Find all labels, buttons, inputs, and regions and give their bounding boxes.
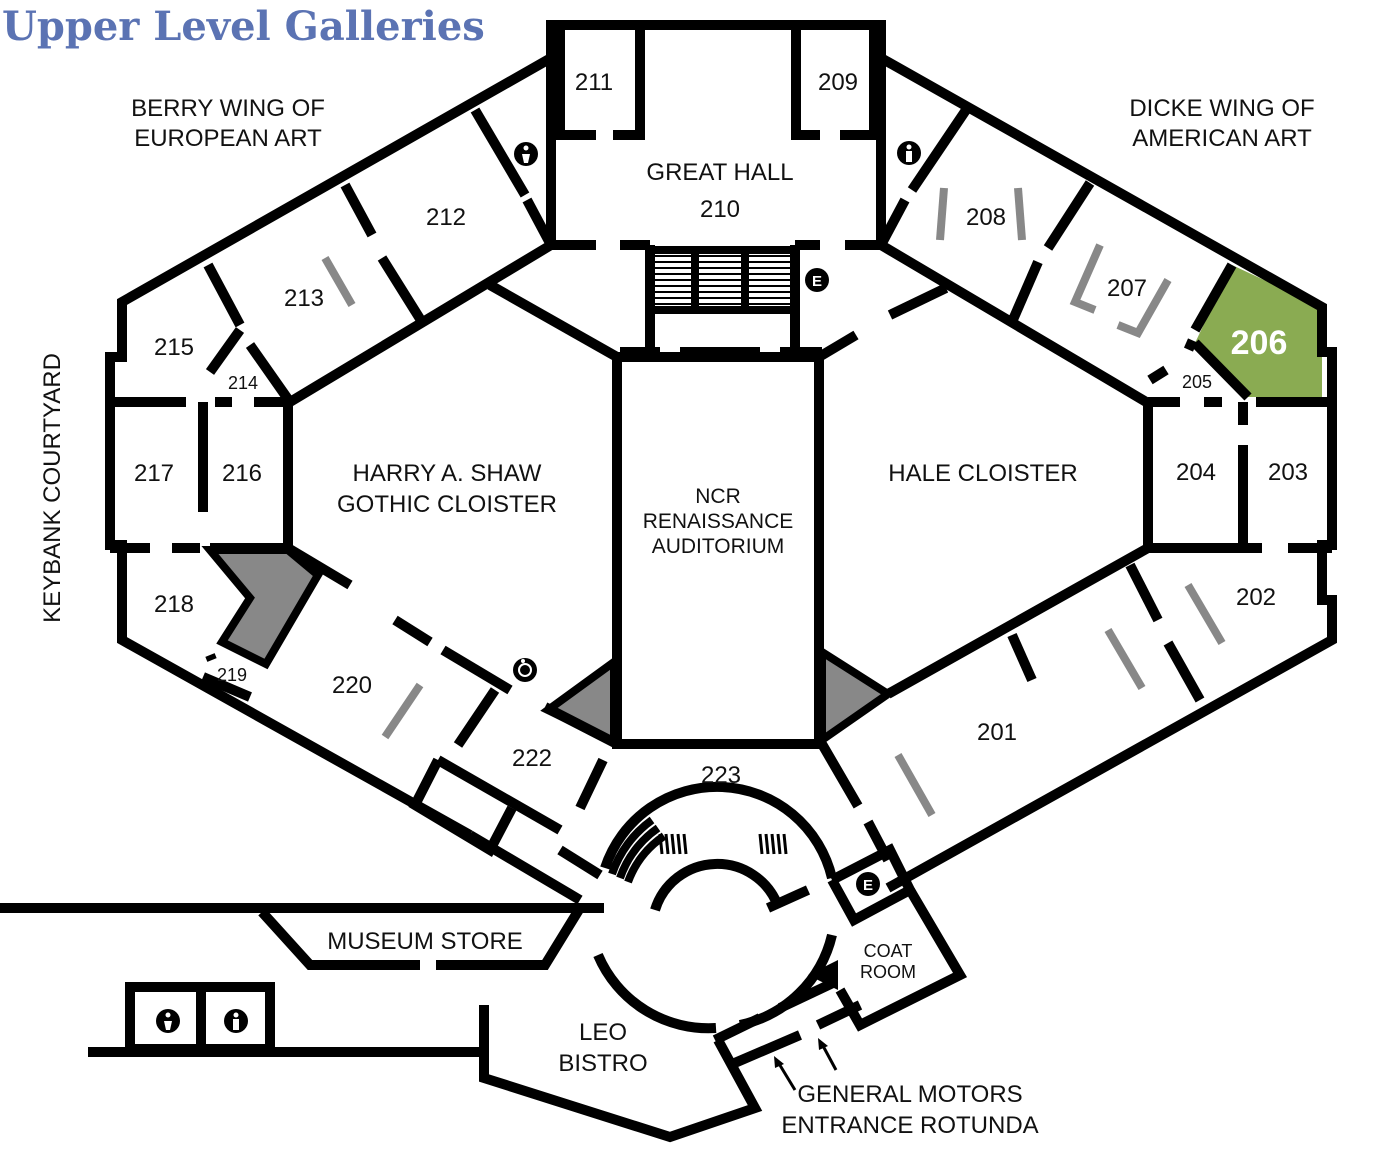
auditorium-label-3[interactable]: AUDITORIUM — [652, 535, 785, 558]
auditorium-walls — [487, 280, 949, 749]
west-wing-label-2: EUROPEAN ART — [134, 125, 322, 152]
shaw-cloister-label-2[interactable]: GOTHIC CLOISTER — [337, 491, 557, 518]
room-201-label[interactable]: 201 — [977, 719, 1017, 746]
wedge-hale — [818, 644, 896, 748]
courtyard-label: KEYBANK COURTYARD — [39, 353, 66, 623]
stair-step — [664, 833, 670, 855]
coat-room-label-1[interactable]: COAT — [864, 941, 913, 961]
room-214-label[interactable]: 214 — [228, 373, 258, 393]
bistro-label-2[interactable]: BISTRO — [558, 1050, 647, 1077]
room-216-label[interactable]: 216 — [222, 460, 262, 487]
room-203-label[interactable]: 203 — [1268, 459, 1308, 486]
stair-wedge-west — [201, 546, 324, 670]
room-207-label[interactable]: 207 — [1107, 275, 1147, 302]
rotunda — [593, 781, 968, 1070]
restroom-icon[interactable] — [156, 1009, 180, 1033]
southwest-walls — [408, 755, 608, 905]
east-wing-walls — [817, 107, 1332, 863]
restroom-icon[interactable] — [897, 141, 921, 165]
bistro-store-walls — [0, 903, 763, 1143]
room-211-label[interactable]: 211 — [575, 69, 613, 96]
stair-step — [676, 833, 682, 855]
elevator-icon[interactable]: E — [805, 268, 829, 292]
stair-step — [770, 833, 776, 855]
shaw-cloister-label-1[interactable]: HARRY A. SHAW — [353, 460, 542, 487]
rooms-211-209-walls — [546, 25, 886, 195]
room-217-label[interactable]: 217 — [134, 460, 174, 487]
stair-step — [764, 833, 770, 855]
stair-steps — [652, 255, 793, 855]
restroom-icon[interactable] — [514, 142, 538, 166]
room-206-label[interactable]: 206 — [1231, 324, 1288, 362]
room-220-label[interactable]: 220 — [332, 672, 372, 699]
room-219-label[interactable]: 219 — [217, 665, 247, 685]
map-title: Upper Level Galleries — [2, 3, 485, 50]
bistro-label-1[interactable]: LEO — [579, 1019, 627, 1046]
stair-step — [782, 833, 788, 855]
museum-store-label[interactable]: MUSEUM STORE — [327, 928, 523, 955]
svg-text:E: E — [863, 877, 873, 894]
room-202-label[interactable]: 202 — [1236, 584, 1276, 611]
great-hall-label: GREAT HALL — [646, 159, 793, 186]
stair-step — [776, 833, 782, 855]
west-wing-walls — [110, 107, 620, 749]
room-222-label[interactable]: 222 — [512, 745, 552, 772]
auditorium-label-1[interactable]: NCR — [695, 485, 741, 508]
room-218-label[interactable]: 218 — [154, 591, 194, 618]
entrance-label-1: GENERAL MOTORS — [797, 1081, 1022, 1108]
room-215-label[interactable]: 215 — [154, 334, 194, 361]
entrance-arrow-icon — [774, 1056, 797, 1091]
room-209-label[interactable]: 209 — [818, 69, 858, 96]
room-223-label[interactable]: 223 — [701, 762, 741, 789]
east-wing-label-1: DICKE WING OF — [1129, 95, 1314, 122]
elevator-icon[interactable]: E — [856, 872, 880, 896]
stair-step — [682, 833, 688, 855]
west-wing-label-1: BERRY WING OF — [131, 95, 325, 122]
entrance-arrow-icon — [818, 1038, 838, 1071]
room-210-label: 210 — [700, 196, 740, 223]
room-206-highlight[interactable] — [1195, 265, 1322, 397]
room-204-label[interactable]: 204 — [1176, 459, 1216, 486]
auditorium-label-2[interactable]: RENAISSANCE — [643, 510, 794, 533]
stair-step — [758, 833, 764, 855]
entrance-label-2: ENTRANCE ROTUNDA — [781, 1112, 1038, 1139]
stair-step — [670, 833, 676, 855]
hale-cloister-label[interactable]: HALE CLOISTER — [888, 460, 1077, 487]
svg-text:E: E — [812, 273, 822, 290]
room-208-label[interactable]: 208 — [966, 204, 1006, 231]
coat-room-label-2[interactable]: ROOM — [860, 962, 916, 982]
east-wing-label-2: AMERICAN ART — [1132, 125, 1312, 152]
room-213-label[interactable]: 213 — [284, 285, 324, 312]
wheelchair-icon[interactable] — [513, 658, 537, 682]
restroom-icon[interactable] — [224, 1009, 248, 1033]
room-212-label[interactable]: 212 — [426, 204, 466, 231]
room-205-label[interactable]: 205 — [1182, 372, 1212, 392]
display-walls — [321, 187, 1226, 817]
